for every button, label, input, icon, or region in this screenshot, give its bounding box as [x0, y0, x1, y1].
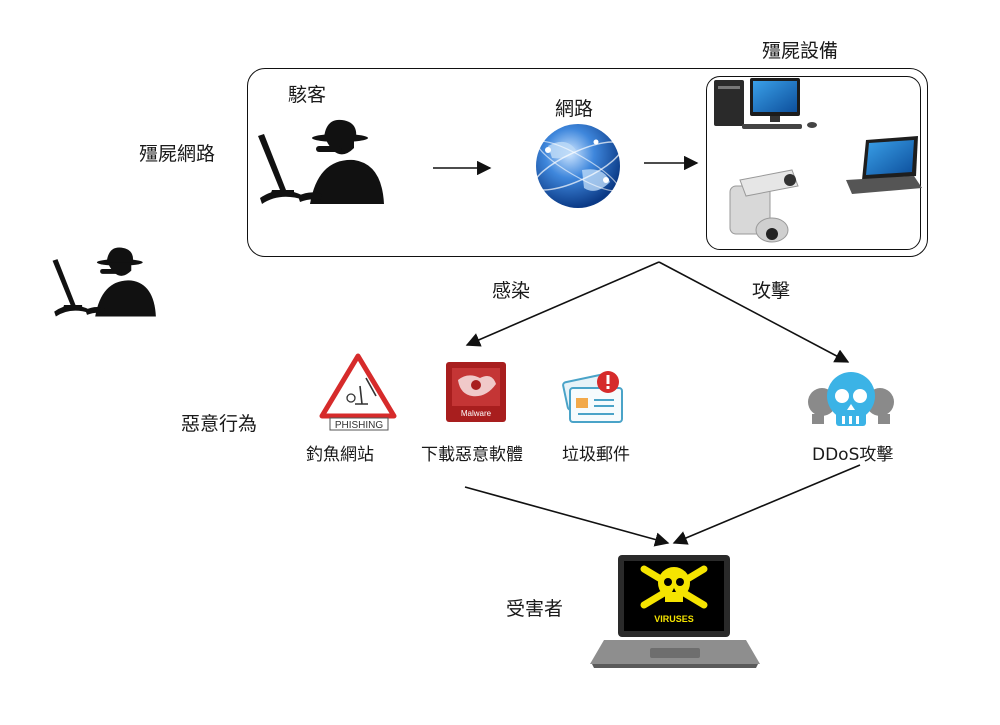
infect-label: 感染: [492, 280, 531, 302]
ddos-skull-icon: [808, 372, 894, 426]
ddos-attack-label: DDoS攻擊: [812, 445, 894, 465]
globe-icon: [533, 124, 623, 208]
desktop-computer-icon: [714, 78, 817, 129]
spam-mail-icon: [562, 371, 623, 423]
network-label: 網路: [555, 98, 594, 120]
malware-icon: [446, 362, 506, 422]
arrows: [433, 155, 861, 547]
spam-mail-label: 垃圾郵件: [562, 445, 630, 465]
botnet-box: [247, 68, 928, 257]
zombie-device-box: [706, 76, 921, 250]
viruses-icon-text: VIRUSES: [654, 614, 694, 624]
botnet-label: 殭屍網路: [139, 143, 216, 165]
arrow-ddos-to-victim: [672, 464, 861, 545]
malware-icon-text: Malware: [461, 409, 492, 418]
hacker-label: 駭客: [288, 84, 327, 106]
download-malware-label: 下載惡意軟體: [421, 445, 523, 465]
hacker-icon-standalone: [52, 247, 156, 317]
attack-label: 攻擊: [752, 280, 791, 302]
security-camera-icon: [729, 169, 799, 243]
arrow-attack: [658, 261, 850, 363]
arrow-infect: [465, 261, 660, 347]
hacker-icon: [258, 119, 384, 204]
arrow-malware-to-victim: [464, 486, 670, 547]
victim-label: 受害者: [506, 598, 564, 620]
zombie-device-label: 殭屍設備: [762, 40, 839, 62]
phishing-warning-icon: [319, 353, 397, 431]
phishing-site-label: 釣魚網站: [306, 445, 374, 465]
infected-laptop-icon: [590, 555, 760, 668]
laptop-icon: [846, 136, 922, 194]
phishing-icon-text: PHISHING: [335, 420, 384, 431]
malicious-behavior-label: 惡意行為: [181, 413, 258, 435]
